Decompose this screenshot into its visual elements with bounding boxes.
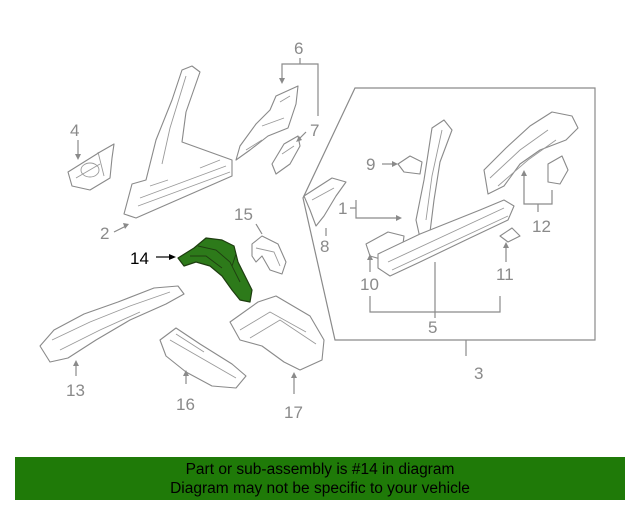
part-16-lower-rail[interactable] bbox=[159, 327, 247, 389]
svg-text:6: 6 bbox=[294, 39, 303, 58]
svg-text:17: 17 bbox=[284, 403, 303, 422]
callout-3: 3 bbox=[465, 340, 483, 383]
callout-17: 17 bbox=[284, 372, 303, 422]
part-14-highlighted[interactable] bbox=[177, 237, 253, 303]
part-13-floor-rail[interactable] bbox=[39, 285, 185, 363]
svg-text:2: 2 bbox=[100, 224, 109, 243]
svg-text:1: 1 bbox=[338, 199, 347, 218]
svg-text:16: 16 bbox=[176, 395, 195, 414]
part-2-side-panel[interactable] bbox=[123, 65, 233, 219]
part-17-floor-section[interactable] bbox=[229, 295, 325, 371]
part-15-housing[interactable] bbox=[251, 235, 287, 275]
part-4-bracket[interactable] bbox=[67, 143, 115, 191]
info-banner: Part or sub-assembly is #14 in diagram D… bbox=[15, 457, 625, 500]
callout-10: 10 bbox=[360, 254, 379, 294]
part-1-inner-pillar[interactable] bbox=[415, 119, 453, 239]
svg-text:12: 12 bbox=[532, 217, 551, 236]
callout-7: 7 bbox=[296, 121, 319, 142]
callout-15: 15 bbox=[234, 205, 263, 235]
callout-1: 1 bbox=[338, 199, 402, 221]
part-9-clip[interactable] bbox=[397, 155, 423, 175]
callout-14: 14 bbox=[130, 249, 176, 268]
svg-text:10: 10 bbox=[360, 275, 379, 294]
svg-text:13: 13 bbox=[66, 381, 85, 400]
callout-13: 13 bbox=[66, 360, 85, 400]
callout-9: 9 bbox=[366, 155, 398, 174]
part-8-brace[interactable] bbox=[303, 177, 347, 227]
svg-text:7: 7 bbox=[310, 121, 319, 140]
callout-4: 4 bbox=[70, 121, 81, 160]
part-7-bracket[interactable] bbox=[271, 135, 301, 175]
callout-16: 16 bbox=[176, 370, 195, 414]
callout-12: 12 bbox=[521, 170, 553, 236]
part-12-quarter-panel[interactable] bbox=[483, 111, 579, 195]
svg-text:5: 5 bbox=[428, 318, 437, 337]
callout-11: 11 bbox=[496, 242, 514, 284]
callout-8: 8 bbox=[320, 228, 329, 256]
svg-text:8: 8 bbox=[320, 237, 329, 256]
part-5-rocker-panel[interactable] bbox=[377, 199, 515, 277]
svg-text:9: 9 bbox=[366, 155, 375, 174]
banner-line-1: Part or sub-assembly is #14 in diagram bbox=[185, 461, 455, 478]
svg-text:14: 14 bbox=[130, 249, 149, 268]
svg-text:15: 15 bbox=[234, 205, 253, 224]
part-6-pillar-reinforcement[interactable] bbox=[235, 85, 299, 161]
callout-2: 2 bbox=[100, 223, 129, 243]
svg-text:3: 3 bbox=[474, 364, 483, 383]
part-11-clip[interactable] bbox=[499, 227, 521, 243]
callout-6: 6 bbox=[279, 39, 319, 116]
svg-text:4: 4 bbox=[70, 121, 79, 140]
assembly-frame bbox=[302, 87, 596, 341]
svg-text:11: 11 bbox=[496, 265, 514, 284]
callout-5: 5 bbox=[369, 262, 501, 337]
banner-line-2: Diagram may not be specific to your vehi… bbox=[170, 480, 470, 497]
parts-diagram: 1 2 3 4 5 6 7 8 9 10 bbox=[39, 39, 596, 422]
